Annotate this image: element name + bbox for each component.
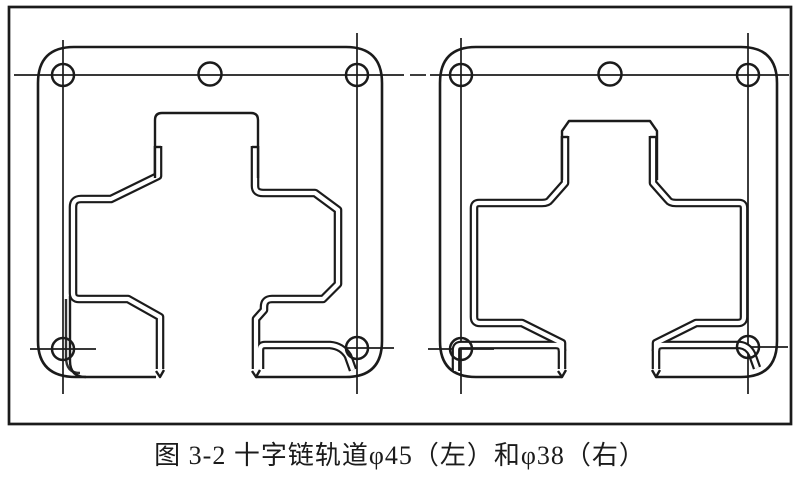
cross-track-45: [64, 111, 358, 379]
track-38-mouth: [560, 119, 659, 180]
cross-track-38: [451, 119, 762, 379]
bolt-hole-bottom-right: [344, 335, 370, 361]
bolt-hole-top-left: [448, 62, 474, 88]
left-plate-outline: [36, 45, 384, 379]
track-drawing: [7, 5, 793, 426]
figure-caption: 图 3-2 十字链轨道φ45（左）和φ38（右）: [154, 441, 646, 470]
center-pin-hole: [597, 61, 623, 87]
bolt-hole-top-left: [50, 62, 76, 88]
figure-border: [7, 5, 793, 426]
track-45-mouth: [153, 111, 260, 178]
left-plate-holes: [50, 61, 370, 362]
bolt-hole-top-right: [735, 62, 761, 88]
bolt-hole-bottom-left: [50, 336, 76, 362]
right-plate-centerlines: [428, 33, 789, 394]
bolt-hole-top-right: [344, 62, 370, 88]
right-plate-outline: [438, 45, 779, 379]
right-plate: [428, 33, 789, 394]
bolt-hole-bottom-left: [448, 336, 474, 362]
right-plate-holes: [448, 61, 761, 362]
left-plate: [14, 33, 426, 394]
bolt-hole-bottom-right: [735, 334, 761, 360]
center-pin-hole: [197, 61, 223, 87]
